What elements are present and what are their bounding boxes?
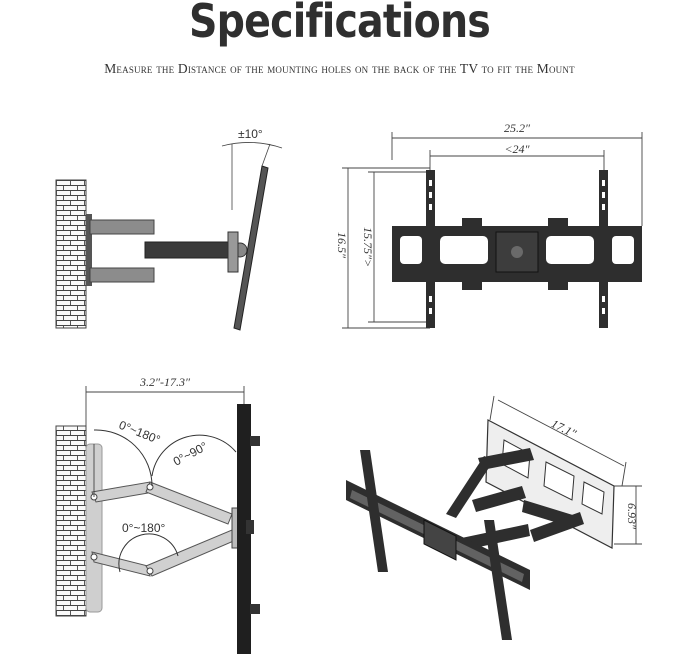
side-tilt-diagram: ±10° <box>55 127 283 331</box>
angle-3-label: 0°~180° <box>122 521 166 535</box>
iso-tv-bracket <box>346 450 530 640</box>
top-view-diagram: 3.2″-17.3″ 0°~180° 0°~90° 0°~180° <box>55 375 260 654</box>
isometric-diagram: 17.1″ 6.93″ <box>346 395 642 640</box>
tilt-label: ±10° <box>238 127 263 141</box>
height-outer-label: 16.5″ <box>335 232 349 259</box>
upper-arm <box>89 219 155 283</box>
width-inner-label: <24″ <box>504 142 530 156</box>
width-outer-label: 25.2″ <box>504 121 531 135</box>
page-subtitle: Measure the Distance of the mounting hol… <box>104 61 575 76</box>
brick-wall-top <box>55 425 87 617</box>
extension-dimension <box>85 386 245 430</box>
tilt-bracket <box>227 231 248 273</box>
extension-label: 3.2″-17.3″ <box>139 375 191 389</box>
angle-2-label: 0°~90° <box>171 439 210 469</box>
brick-wall <box>55 179 87 329</box>
wall-plate <box>86 214 92 286</box>
angle-arcs <box>93 429 237 573</box>
iso-width-dimension <box>489 395 627 487</box>
height-dimension-lines <box>342 167 430 329</box>
horizontal-frame <box>392 218 642 290</box>
height-inner-label: 15.75″> <box>361 227 375 267</box>
extension-arm <box>144 241 238 259</box>
angle-1-label: 0°~180° <box>117 418 163 447</box>
front-view-diagram: 25.2″ <24″ 16.5″ 15.75″> <box>335 121 643 329</box>
iso-width-label: 17.1″ <box>549 416 579 441</box>
page-title: Specifications <box>189 0 491 48</box>
tv-panel <box>233 165 269 331</box>
iso-height-dimension <box>614 485 642 545</box>
iso-height-label: 6.93″ <box>625 503 639 530</box>
tilt-arc <box>221 142 283 210</box>
tv-bracket-top <box>231 404 260 654</box>
swing-arms <box>90 481 237 577</box>
